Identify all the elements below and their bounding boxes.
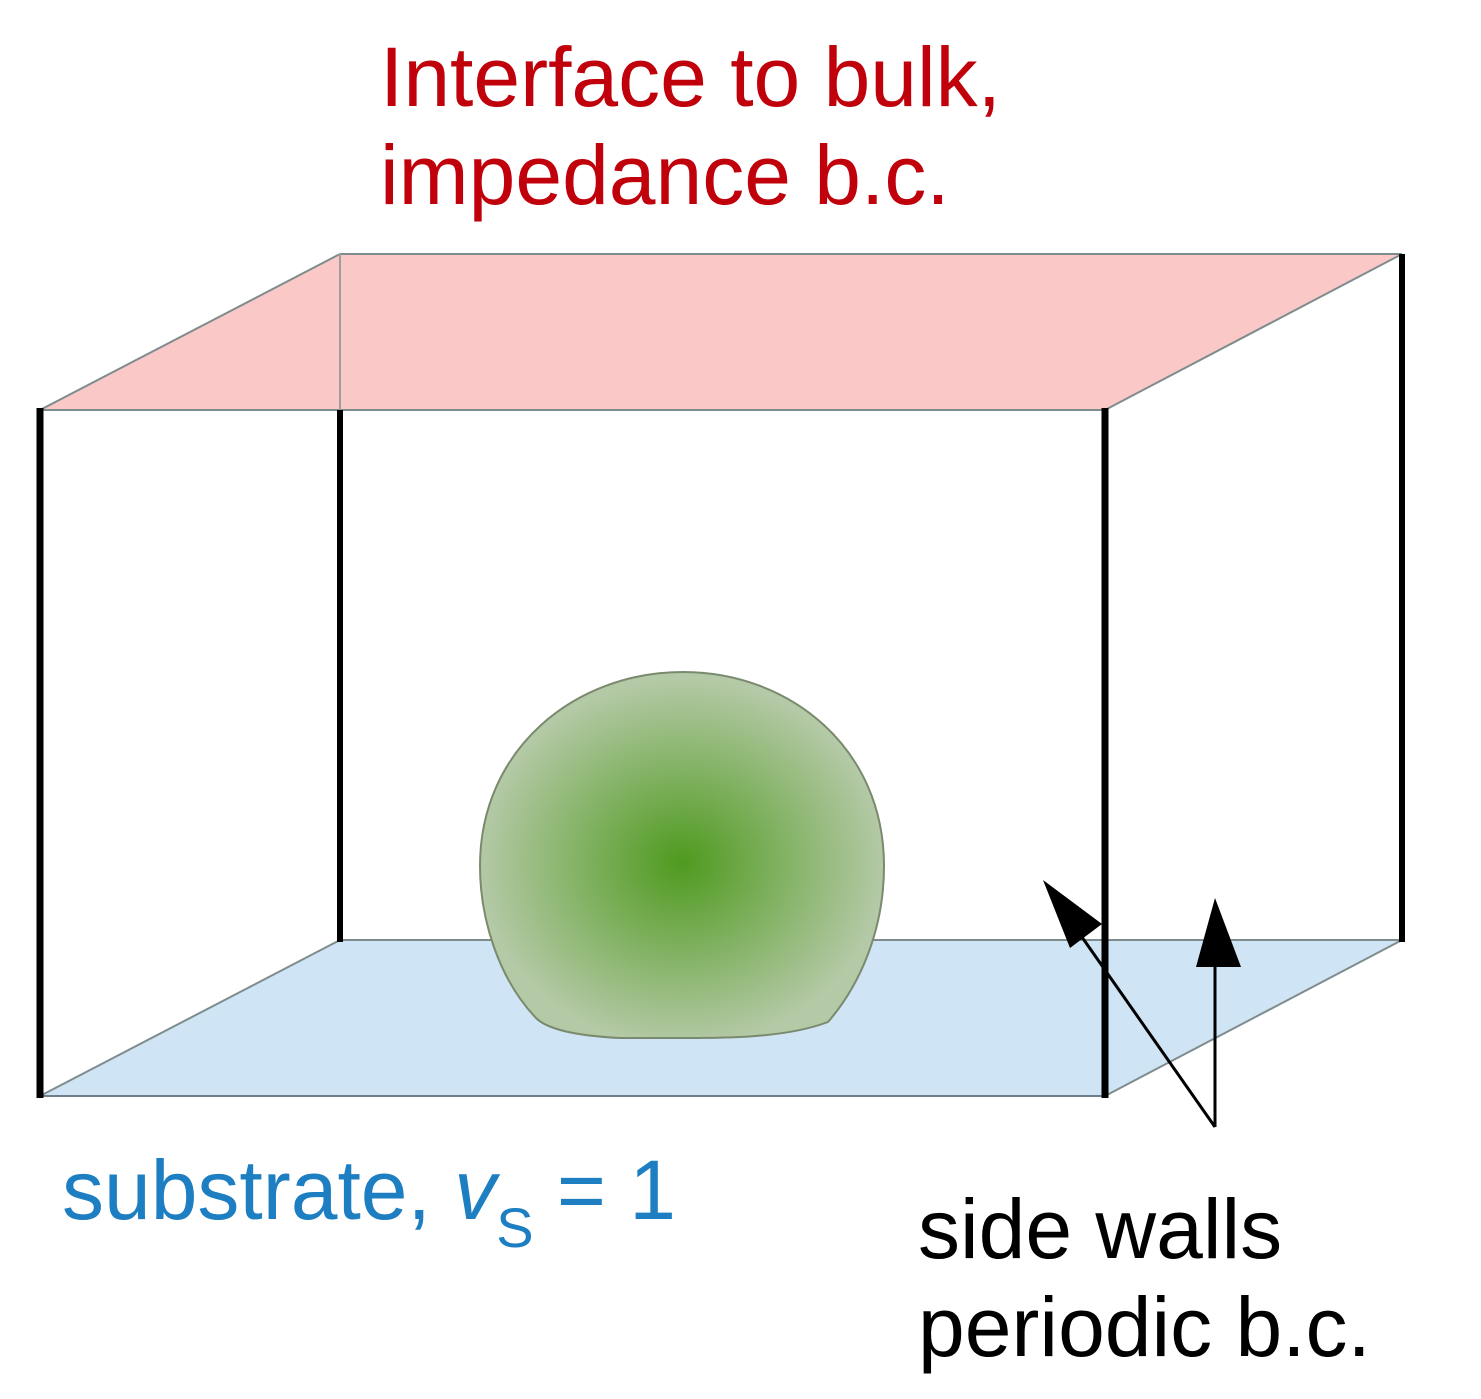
substrate-text: substrate,: [62, 1143, 455, 1237]
top-face-interface: [40, 254, 1402, 410]
bulk-interface-label: Interface to bulk, impedance b.c.: [380, 28, 1001, 224]
droplet-sphere-icon: [478, 670, 886, 1040]
bulk-interface-label-line1: Interface to bulk,: [380, 30, 1002, 124]
side-walls-label-line1: side walls: [918, 1182, 1283, 1276]
substrate-symbol: v: [454, 1143, 497, 1237]
substrate-label: substrate, vS = 1: [62, 1148, 676, 1256]
side-walls-label-line2: periodic b.c.: [918, 1280, 1371, 1374]
bulk-interface-label-line2: impedance b.c.: [380, 128, 950, 222]
substrate-subscript: S: [496, 1196, 534, 1259]
substrate-value: = 1: [533, 1143, 677, 1237]
side-walls-label: side walls periodic b.c.: [918, 1180, 1371, 1376]
side-wall-arrows: [1043, 880, 1241, 1128]
box-vertical-edges: [36, 254, 1405, 1098]
up-arrow-icon-left: [1043, 880, 1102, 948]
up-arrow-icon-right: [1196, 898, 1241, 967]
